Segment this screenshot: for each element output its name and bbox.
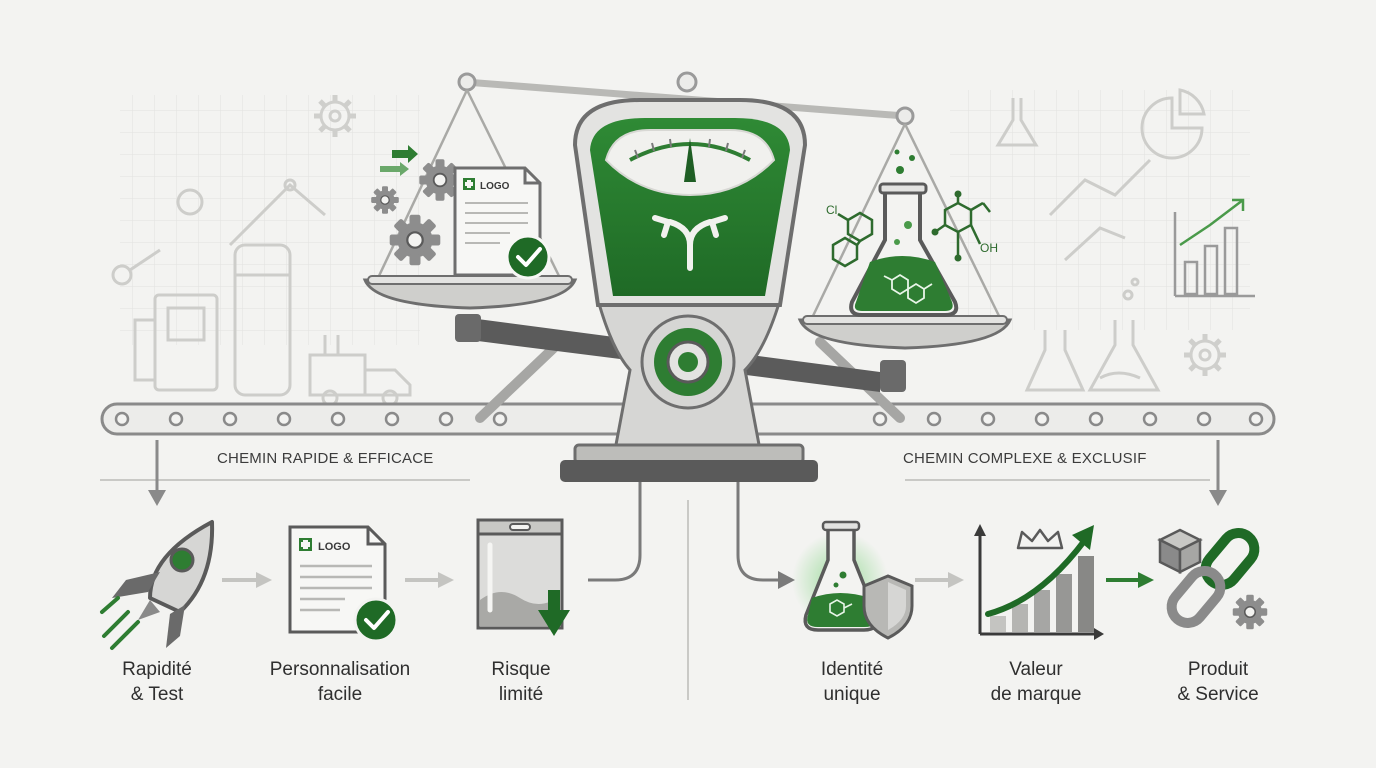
step-arrow [915, 572, 964, 588]
connector-left [588, 482, 642, 582]
caption-produit: Produit & Service [1118, 657, 1318, 707]
path-label-right: CHEMIN COMPLEXE & EXCLUSIF [903, 450, 1147, 467]
molecule-icon [831, 194, 991, 268]
gear-icon [388, 213, 442, 267]
svg-text:LOGO: LOGO [318, 541, 351, 553]
molecule-label-oh: OH [980, 241, 998, 255]
step-arrow-green [1106, 572, 1154, 588]
caption-line: & Test [130, 684, 184, 705]
caption-line: Personnalisation [269, 659, 411, 680]
connector-right-arrowhead [778, 571, 795, 589]
caption-identite: Identité unique [752, 657, 952, 707]
background-lab-right [995, 88, 1226, 392]
caption-line: facile [317, 684, 363, 705]
path-arrow-left [148, 440, 166, 506]
step-arrow [222, 572, 272, 588]
caption-personnalisation: Personnalisation facile [240, 657, 440, 707]
caption-line: limité [498, 684, 544, 705]
check-badge-icon [505, 234, 551, 280]
gear-icon [370, 185, 400, 215]
caption-line: de marque [990, 684, 1082, 705]
step-arrow [405, 572, 454, 588]
chain-link-icon [1166, 528, 1260, 628]
caption-line: Valeur [1009, 659, 1063, 680]
caption-line: Rapidité [122, 659, 192, 680]
balance-scale [362, 71, 1013, 482]
split-arrow-icon [652, 215, 728, 271]
background-grid-right [950, 90, 1250, 330]
path-arrow-right [1209, 440, 1227, 506]
rocket-icon [100, 520, 215, 650]
svg-text:LOGO: LOGO [480, 181, 510, 192]
caption-line: unique [823, 684, 881, 705]
flask-icon [849, 149, 959, 317]
growth-bars-icon [1173, 198, 1255, 298]
right-pan-items: Cl OH [826, 149, 998, 317]
background-grid-left [120, 95, 420, 345]
chain-box-gear-icon [1157, 528, 1268, 630]
caption-risque: Risque limité [421, 657, 621, 707]
gear-icon [1232, 594, 1268, 630]
motion-arrows-icon [380, 145, 418, 176]
left-pan-items: LOGO [370, 145, 551, 280]
path-label-left: CHEMIN RAPIDE & EFFICACE [217, 450, 434, 467]
flask-shield-icon [792, 520, 914, 640]
caption-line: Produit [1187, 659, 1249, 680]
caption-line: Identité [820, 659, 884, 680]
box-icon [1157, 528, 1203, 575]
pouch-down-icon [476, 518, 570, 636]
connector-right [736, 482, 780, 582]
background-gear-icon-2 [1184, 334, 1226, 376]
caption-line: & Service [1177, 684, 1259, 705]
molecule-label-cl: Cl [826, 203, 837, 217]
document-logo-icon: LOGO [288, 525, 399, 643]
background-machinery-left [111, 95, 412, 407]
caption-line: Risque [491, 659, 551, 680]
caption-valeur: Valeur de marque [936, 657, 1136, 707]
caption-rapidite: Rapidité & Test [57, 657, 257, 707]
growth-chart-crown-icon [974, 524, 1104, 640]
